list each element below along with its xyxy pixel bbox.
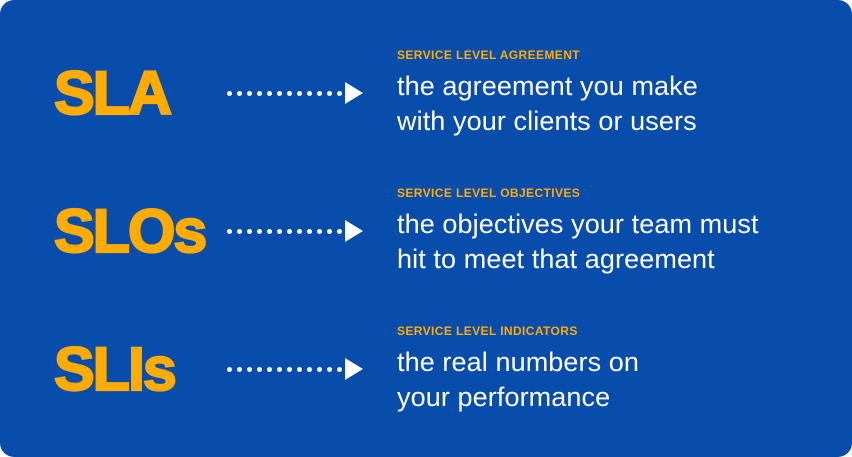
dot — [257, 228, 262, 234]
dot — [337, 90, 342, 96]
definition-line-1: the real numbers on — [397, 346, 640, 377]
dotted-line — [227, 228, 342, 234]
dotted-arrow-right-icon — [345, 220, 363, 242]
definition-text: the real numbers on your performance — [397, 345, 836, 415]
dot — [227, 366, 232, 372]
definition-label: SERVICE LEVEL OBJECTIVES — [397, 185, 581, 200]
dot — [327, 366, 332, 372]
dot — [277, 366, 282, 372]
row-sla: SLA SERVICE LEVEL AGREEMENT the agreemen… — [0, 24, 852, 162]
dot — [297, 366, 302, 372]
definition-label: SERVICE LEVEL AGREEMENT — [397, 47, 581, 62]
definition-cell: SERVICE LEVEL INDICATORS the real number… — [397, 324, 852, 415]
definition-text: the objectives your team must hit to mee… — [397, 207, 836, 277]
dot — [247, 90, 252, 96]
dot — [227, 90, 232, 96]
definition-cell: SERVICE LEVEL OBJECTIVES the objectives … — [397, 186, 852, 277]
dot — [327, 228, 332, 234]
dot — [267, 228, 272, 234]
dot — [307, 90, 312, 96]
dot — [297, 228, 302, 234]
dot — [327, 90, 332, 96]
dot — [287, 90, 292, 96]
dot — [307, 366, 312, 372]
dot — [257, 90, 262, 96]
dot — [237, 366, 242, 372]
dotted-arrow-right-icon — [345, 358, 363, 380]
dot — [267, 90, 272, 96]
dot — [257, 366, 262, 372]
dot — [317, 228, 322, 234]
dot — [277, 228, 282, 234]
acronym-cell: SLOs — [0, 196, 227, 265]
dot — [237, 228, 242, 234]
definition-cell: SERVICE LEVEL AGREEMENT the agreement yo… — [397, 48, 852, 139]
definition-text: the agreement you make with your clients… — [397, 69, 836, 139]
arrow-cell — [227, 358, 397, 380]
acronym-sla: SLA — [53, 58, 173, 127]
dot — [337, 228, 342, 234]
dot — [287, 366, 292, 372]
arrow-cell — [227, 220, 397, 242]
dot — [307, 228, 312, 234]
dot — [337, 366, 342, 372]
dot — [317, 366, 322, 372]
definition-line-1: the agreement you make — [397, 70, 698, 101]
dot — [267, 366, 272, 372]
dot — [277, 90, 282, 96]
dotted-arrow-right-icon — [345, 82, 363, 104]
acronym-slis: SLIs — [53, 334, 178, 403]
arrow-cell — [227, 82, 397, 104]
acronym-cell: SLIs — [0, 334, 227, 403]
dot — [227, 228, 232, 234]
definition-label: SERVICE LEVEL INDICATORS — [397, 323, 578, 338]
acronym-slos: SLOs — [53, 196, 209, 265]
acronym-cell: SLA — [0, 58, 227, 127]
row-slis: SLIs SERVICE LEVEL INDICATORS the real n… — [0, 300, 852, 438]
dot — [287, 228, 292, 234]
definition-line-2: hit to meet that agreement — [397, 243, 715, 274]
row-slos: SLOs SERVICE LEVEL OBJECTIVES the object… — [0, 162, 852, 300]
dotted-line — [227, 90, 342, 96]
dot — [297, 90, 302, 96]
dot — [317, 90, 322, 96]
dot — [247, 228, 252, 234]
dot — [237, 90, 242, 96]
definition-line-1: the objectives your team must — [397, 208, 759, 239]
dot — [247, 366, 252, 372]
definition-line-2: your performance — [397, 381, 611, 412]
dotted-line — [227, 366, 342, 372]
definition-line-2: with your clients or users — [397, 105, 697, 136]
